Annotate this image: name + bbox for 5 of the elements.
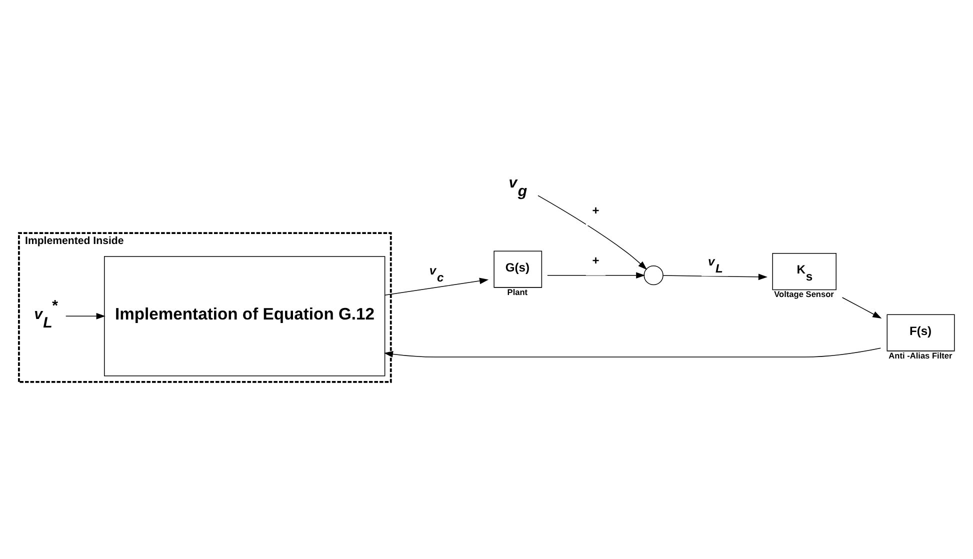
edge-label: + [592, 254, 600, 268]
node-label: Anti -Alias Filter [888, 350, 952, 360]
node-label: Plant [507, 286, 528, 297]
edge-label: + [592, 204, 600, 218]
node-label: Voltage Sensor [774, 289, 834, 300]
